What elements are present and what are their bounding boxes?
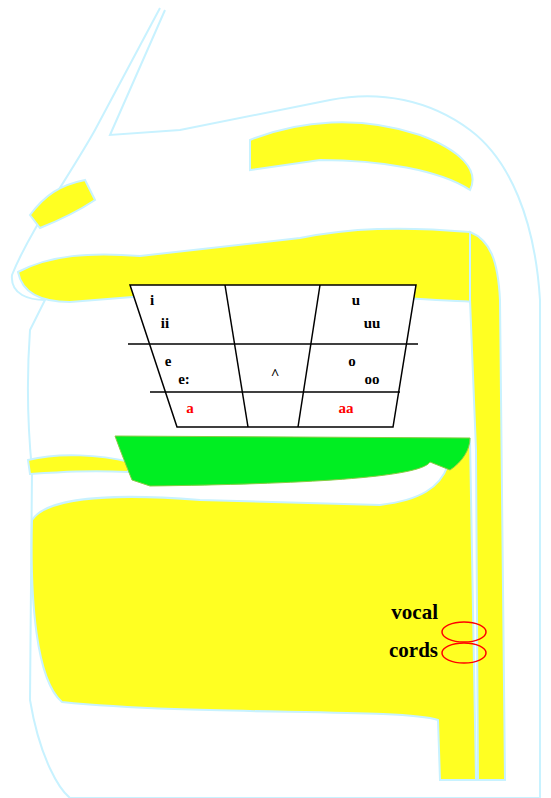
grid-line: [225, 285, 248, 427]
vowel-symbol: uu: [364, 316, 381, 331]
vocal-cord: [442, 643, 486, 663]
vowel-symbol: ii: [161, 316, 169, 331]
nasal-tissue: [30, 180, 95, 228]
vowel-symbol: i: [150, 293, 154, 308]
vowel-symbol: aa: [339, 401, 354, 416]
vowel-symbol: e: [165, 354, 172, 369]
vocal-cord: [442, 622, 486, 642]
vowel-symbol: u: [352, 293, 360, 308]
nasal-cavity-wall: [250, 122, 473, 190]
vowel-chart: [130, 285, 416, 427]
lower-jaw: [32, 440, 476, 780]
grid-line: [150, 391, 400, 393]
vowel-symbol: e:: [178, 372, 190, 387]
lower-lip: [28, 455, 130, 474]
tongue: [115, 436, 470, 486]
head-outline: [12, 8, 540, 798]
vowel-symbol: o: [348, 354, 356, 369]
grid-line: [298, 285, 320, 427]
vowel-symbol: a: [186, 401, 194, 416]
grid-line: [128, 343, 418, 345]
vocal-cords-label: vocal cords: [366, 593, 438, 669]
vowel-symbol: ^: [271, 367, 280, 382]
vowel-symbol: oo: [365, 372, 380, 387]
